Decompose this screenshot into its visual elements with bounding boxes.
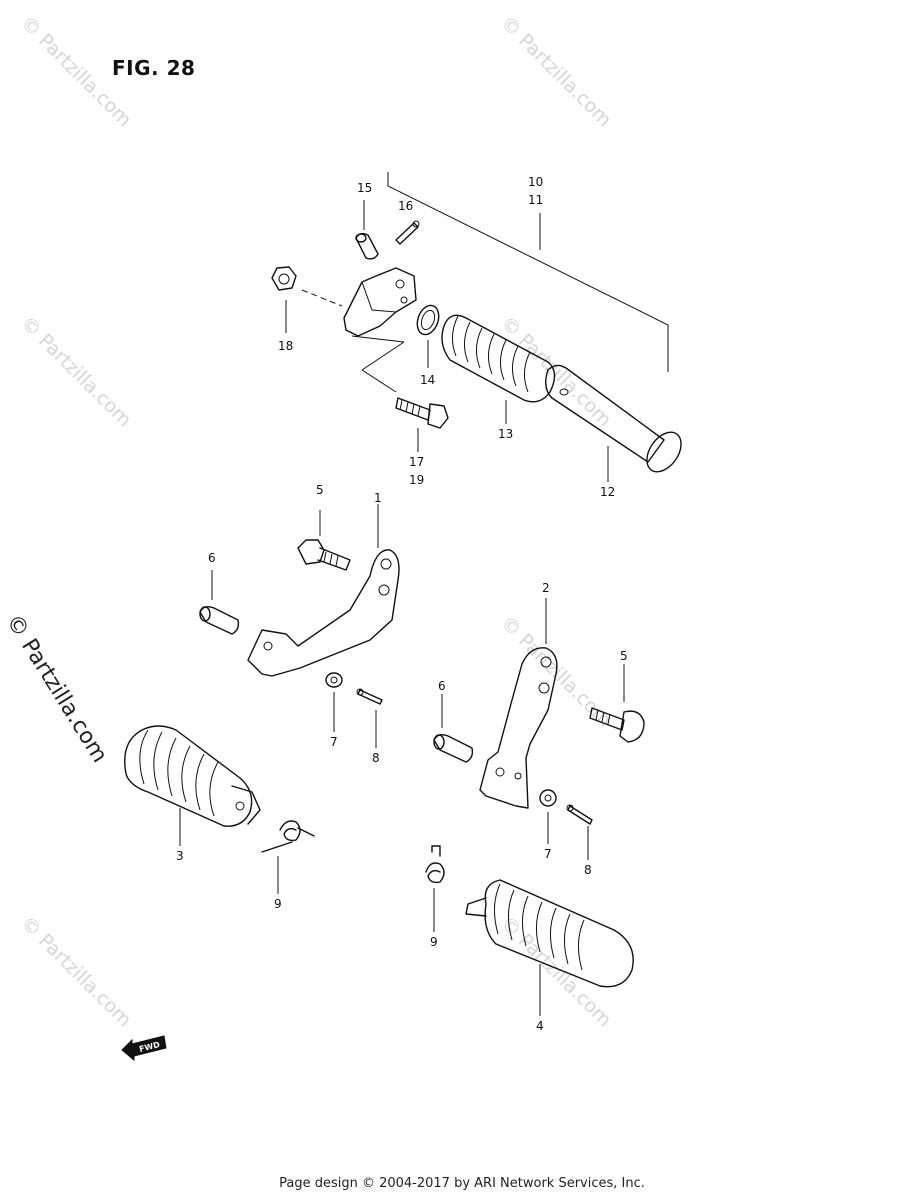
part-4-footrest-right	[465, 879, 634, 1016]
part-9-spring-right	[425, 845, 445, 932]
part-7-washer-left	[325, 672, 343, 732]
callout-18: 18	[278, 339, 293, 353]
part-8-cotter-pin-right	[566, 804, 593, 860]
callout-7: 7	[330, 735, 338, 749]
callout-6: 6	[208, 551, 216, 565]
callout-6: 6	[438, 679, 446, 693]
part-5-bolt-right	[589, 664, 645, 743]
callout-3: 3	[176, 849, 184, 863]
callout-13: 13	[498, 427, 513, 441]
assembly-bracket-10-11	[387, 172, 669, 372]
part-5-bolt-left	[297, 510, 351, 571]
part-17-bolt	[395, 397, 449, 452]
callouts: 15 16 10 11 18 14 13 17 19 12 5 1 6 2 5 …	[176, 175, 628, 1033]
callout-11: 11	[528, 193, 543, 207]
part-15-pin	[355, 200, 379, 260]
callout-14: 14	[420, 373, 435, 387]
callout-12: 12	[600, 485, 615, 499]
callout-5: 5	[620, 649, 628, 663]
part-8-cotter-pin-left	[356, 688, 383, 748]
part-12-footrest-bar	[545, 364, 682, 482]
figure-title: FIG. 28	[112, 56, 196, 80]
callout-8: 8	[584, 863, 592, 877]
callout-9: 9	[274, 897, 282, 911]
callout-16: 16	[398, 199, 413, 213]
callout-4: 4	[536, 1019, 544, 1033]
part-2-bracket	[479, 598, 558, 809]
part-3-footrest-left	[124, 725, 261, 846]
page-footer: Page design © 2004-2017 by ARI Network S…	[279, 1176, 645, 1191]
part-7-washer-right	[539, 789, 557, 844]
part-14-washer	[416, 304, 440, 368]
part-6-pin-left	[199, 570, 240, 635]
rear-footrest-bracket	[343, 267, 417, 393]
part-6-pin-right	[433, 694, 474, 763]
part-18-nut	[271, 266, 343, 333]
fwd-arrow-icon: FWD	[121, 1035, 167, 1062]
callout-17: 17	[409, 455, 424, 469]
part-1-bracket	[247, 504, 400, 677]
callout-9: 9	[430, 935, 438, 949]
callout-2: 2	[542, 581, 550, 595]
callout-8: 8	[372, 751, 380, 765]
callout-15: 15	[357, 181, 372, 195]
callout-5: 5	[316, 483, 324, 497]
callout-1: 1	[374, 491, 382, 505]
callout-10: 10	[528, 175, 543, 189]
part-13-rubber	[441, 314, 556, 424]
callout-7: 7	[544, 847, 552, 861]
callout-19: 19	[409, 473, 424, 487]
part-9-spring-left	[261, 820, 315, 894]
part-16-cotter-pin	[395, 220, 420, 245]
